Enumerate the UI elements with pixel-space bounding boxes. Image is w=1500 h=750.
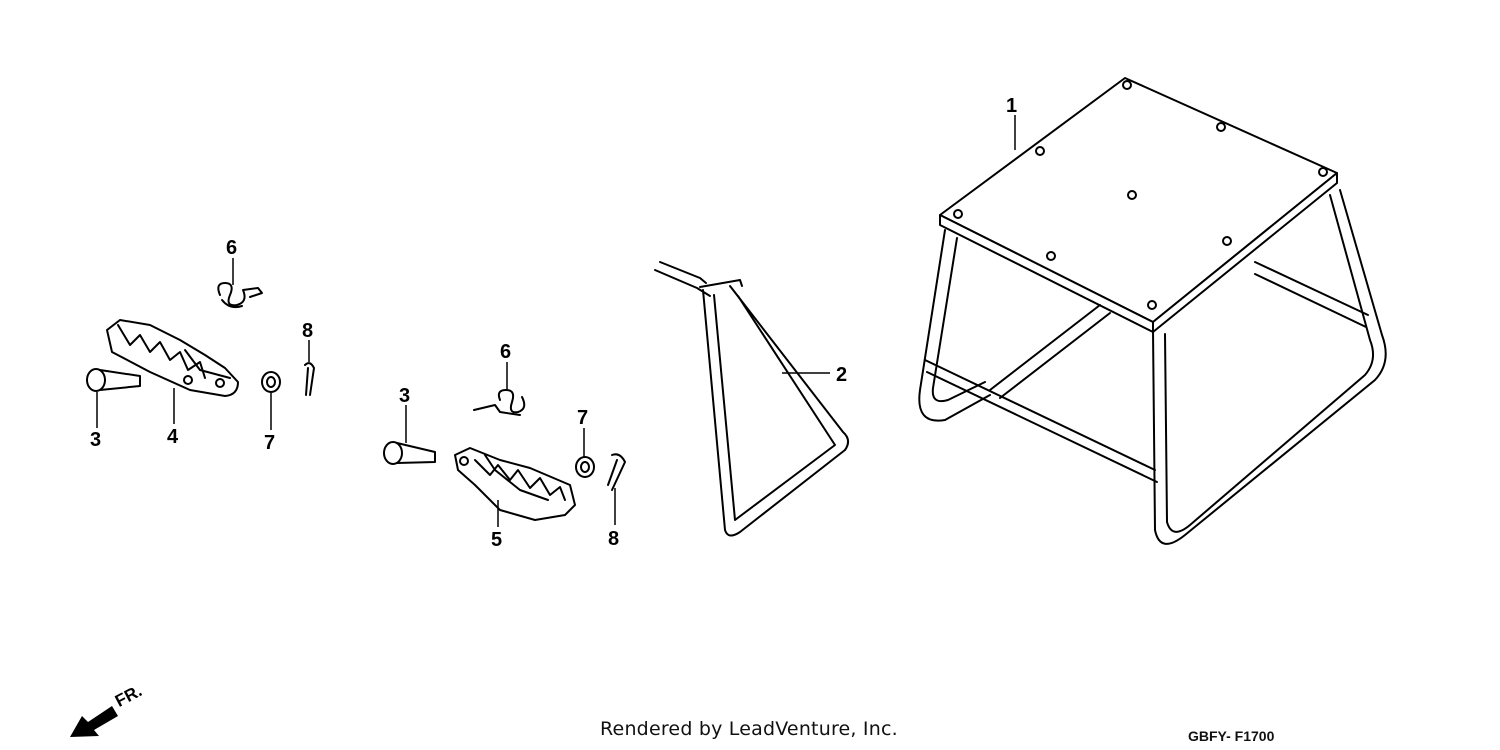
spring-part-6-left (217, 282, 263, 309)
callout-7-right: 7 (577, 407, 588, 429)
spring-part-6-right (473, 389, 526, 416)
callout-2: 2 (836, 364, 847, 386)
diagram-code: GBFY- F1700 (1188, 728, 1275, 744)
footpeg-part-5 (454, 447, 576, 521)
washer-part-7-left (261, 371, 281, 393)
triangle-stand-part-2 (654, 261, 849, 537)
callout-8-left: 8 (302, 320, 313, 342)
callout-7-left: 7 (264, 432, 275, 454)
callout-3-right: 3 (399, 385, 410, 407)
pin-part-3-left (86, 368, 141, 392)
render-credit: Rendered by LeadVenture, Inc. (600, 718, 898, 740)
front-arrow-icon (70, 706, 118, 737)
callout-5: 5 (491, 529, 502, 551)
cotter-pin-part-8-left (304, 362, 315, 396)
callout-1: 1 (1006, 95, 1017, 117)
footpeg-part-4 (106, 319, 239, 397)
bike-stand-part-1 (918, 77, 1387, 545)
callout-3-left: 3 (90, 429, 101, 451)
pin-part-3-right (383, 441, 436, 465)
callout-8-right: 8 (608, 528, 619, 550)
callout-4: 4 (167, 426, 179, 448)
callout-6-left: 6 (226, 237, 237, 259)
cotter-pin-part-8-right (607, 453, 626, 491)
callout-6-right: 6 (500, 341, 511, 363)
washer-part-7-right (575, 456, 595, 478)
